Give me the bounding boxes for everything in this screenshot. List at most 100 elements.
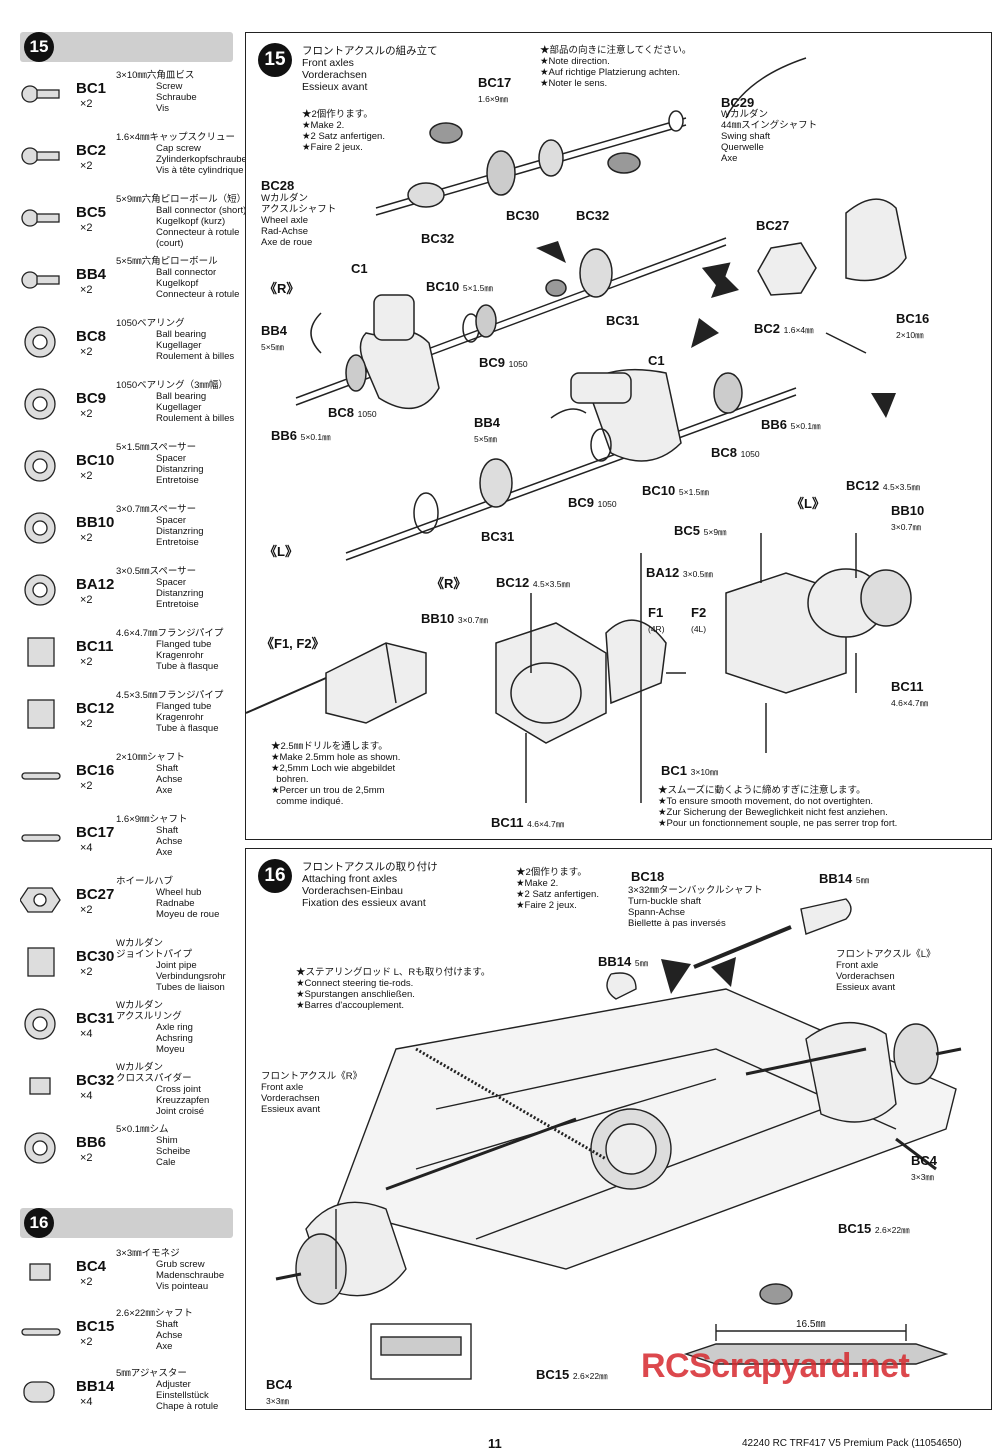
part-desc-jp: 2.6×22㎜シャフト [116,1308,193,1319]
part-desc-fr: Axe [156,1341,173,1352]
part-desc-fr: Vis pointeau [156,1281,209,1292]
step-16-title: フロントアクスルの取り付け Attaching front axles Vord… [302,861,438,909]
bc32-label-b: BC32 [421,231,455,246]
part-desc-jp: 5×9㎜六角ピローボール（短） [116,194,247,205]
bc18-label: BC18 [631,869,665,884]
part-desc-en: Flanged tube [156,639,212,650]
part-desc-jp: Wカルダン ジョイントパイプ [116,938,193,960]
step-15-make2-note: ★2個作ります。 ★Make 2. ★2 Satz anfertigen. ★F… [302,109,385,153]
part-code: BC2 [76,142,107,159]
part-desc-de: Achse [156,836,183,847]
c1-label-b: C1 [648,353,665,368]
bc27-label: BC27 [756,218,790,233]
bc17-part-icon [20,818,62,858]
l-side-label-1: 《L》 [264,544,298,559]
part-desc-fr2: (court) [156,238,184,249]
part-desc-en: Shaft [156,1319,179,1330]
part-quantity: ×2 [80,160,93,172]
part-desc-de: Einstellstück [156,1390,209,1401]
part-desc-en: Ball bearing [156,391,207,402]
part-desc-en: Wheel hub [156,887,202,898]
part-desc-fr: Tube à flasque [156,661,219,672]
bb6-label-a: BB6 5×0.1㎜ [271,428,331,443]
part-desc-jp: 2×10㎜シャフト [116,752,185,763]
bc31-label-b: BC31 [481,529,515,544]
bc30-part-icon [20,942,62,982]
step-15-panel: 15 フロントアクスルの組み立て Front axles Vorderachse… [245,32,992,840]
part-desc-jp: 5×1.5㎜スペーサー [116,442,197,453]
part-desc-de: Achse [156,1330,183,1341]
part-desc-fr: Axe [156,785,173,796]
bc8-label-b: BC8 1050 [711,445,760,460]
part-desc-fr: Tube à flasque [156,723,219,734]
part-desc-jp: 1.6×4㎜キャップスクリュー [116,132,236,143]
r-side-label-1: 《R》 [264,281,300,296]
bc8-part-icon [20,322,62,362]
bc11-part-icon [20,632,62,672]
part-code: BC16 [76,762,115,779]
part-code: BA12 [76,576,115,593]
bc16-part-icon [20,756,62,796]
bc15-label-a: BC15 2.6×22㎜ [838,1221,910,1236]
part-code: BB14 [76,1378,115,1395]
part-desc-fr: Roulement à billes [156,351,235,362]
bb10-part-icon [20,508,62,548]
part-quantity: ×2 [80,1276,93,1288]
part-desc-fr: Moyeu [156,1044,185,1055]
part-quantity: ×2 [80,470,93,482]
bc10-part-icon [20,446,62,486]
bc30-label: BC30 [506,208,540,223]
part-quantity: ×2 [80,1152,93,1164]
part-desc-de: Achsring [156,1033,193,1044]
part-code: BC32 [76,1072,115,1089]
part-desc-de: Schraube [156,92,197,103]
part-desc-fr: Entretoise [156,537,199,548]
part-desc-de: Radnabe [156,898,195,909]
part-code: BC30 [76,948,115,965]
part-desc-en: Grub screw [156,1259,205,1270]
f1-label: F1(4R) [648,605,665,634]
part-desc-jp: ホイールハブ [116,876,174,887]
f1-f2-label: 《F1, F2》 [261,636,325,651]
ba12-label: BA12 3×0.5㎜ [646,565,713,580]
part-quantity: ×2 [80,904,93,916]
step-16-make2-note: ★2個作ります。 ★Make 2. ★2 Satz anfertigen. ★F… [516,867,599,911]
part-code: BB6 [76,1134,107,1151]
bc1-label: BC1 3×10㎜ [661,763,719,778]
part-desc-de: Zylinderkopfschraube [156,154,247,165]
step-15-number: 15 [258,43,292,77]
bc31-label-a: BC31 [606,313,640,328]
part-desc-en: Screw [156,81,183,92]
footer-text: 42240 RC TRF417 V5 Premium Pack (1105465… [742,1438,962,1449]
part-quantity: ×2 [80,222,93,234]
part-desc-fr: Tubes de liaison [156,982,225,993]
bc1-part-icon [20,74,62,114]
part-quantity: ×2 [80,532,93,544]
bb14-part-icon [20,1372,62,1412]
dimension-label: 16.5㎜ [796,1319,826,1330]
part-desc-de: Kugellager [156,402,202,413]
page-number: 11 [488,1436,502,1451]
part-quantity: ×4 [80,842,93,854]
bc10-label-a: BC10 5×1.5㎜ [426,279,493,294]
part-desc-en: Cap screw [156,143,201,154]
part-code: BC12 [76,700,115,717]
part-desc-de: Kugelkopf (kurz) [156,216,226,227]
step-16-diagram [275,898,962,1380]
part-desc-en: Shaft [156,825,179,836]
bc9-label-a: BC9 1050 [479,355,528,370]
bc28-label: BC28 [261,178,295,193]
bc10-label-b: BC10 5×1.5㎜ [642,483,709,498]
front-axle-l-label: フロントアクスル《L》 Front axle Vorderachsen Essi… [836,949,936,993]
